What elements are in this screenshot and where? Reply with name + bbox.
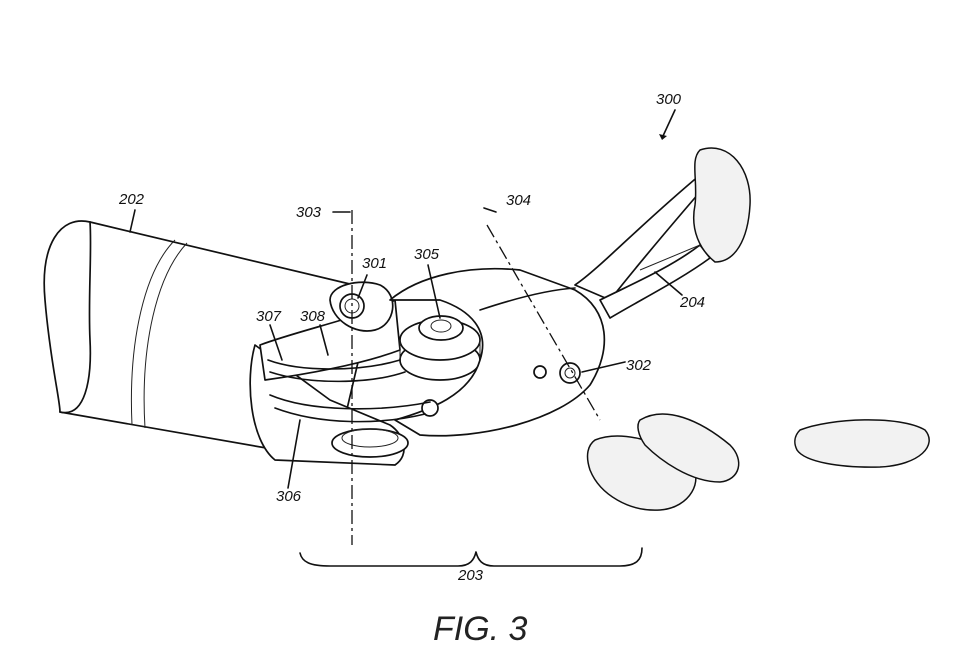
label-301: 301 <box>362 255 387 272</box>
label-305: 305 <box>414 246 440 263</box>
figure-caption: FIG. 3 <box>433 610 528 648</box>
leader-lines <box>129 109 683 489</box>
cables <box>267 287 576 423</box>
axis-304 <box>486 224 601 421</box>
label-204: 204 <box>679 294 705 311</box>
label-306: 306 <box>276 488 302 505</box>
tissue-pieces <box>586 147 930 511</box>
pulley-assembly <box>331 315 481 458</box>
label-203: 203 <box>457 567 484 584</box>
jaw-plate <box>389 267 606 437</box>
label-307: 307 <box>256 308 282 325</box>
label-202: 202 <box>118 191 145 208</box>
label-302: 302 <box>626 357 652 374</box>
label-300: 300 <box>656 91 682 108</box>
brace-203 <box>299 547 643 567</box>
label-304: 304 <box>506 192 531 209</box>
label-303: 303 <box>296 204 322 221</box>
label-308: 308 <box>300 308 326 325</box>
